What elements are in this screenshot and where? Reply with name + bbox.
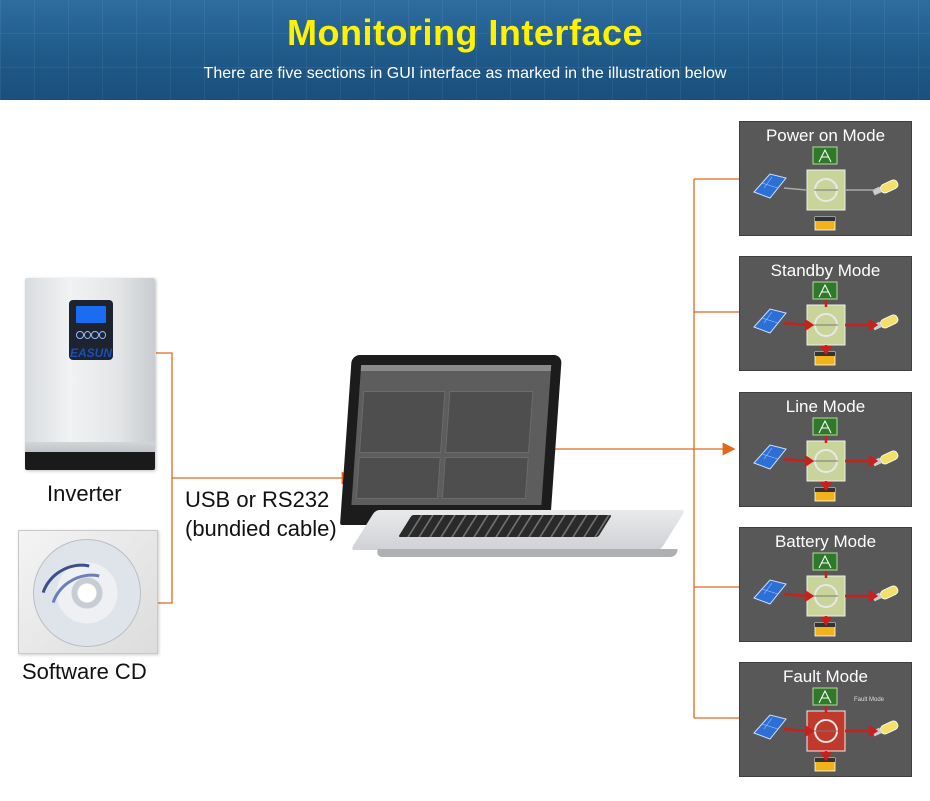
wire-inverter [156, 352, 173, 478]
software-cd-label: Software CD [22, 659, 147, 684]
solar-panel-icon [753, 714, 787, 740]
wire-cd [156, 478, 173, 604]
mode-title: Line Mode [785, 397, 866, 416]
inverter-lcd-screen [76, 306, 106, 323]
bulb-icon [872, 450, 899, 467]
laptop-screen-gui [351, 365, 552, 505]
grid-tower-icon [812, 417, 838, 436]
battery-icon [814, 216, 836, 231]
laptop-keyboard [398, 515, 612, 537]
mode-title: Fault Mode [782, 667, 869, 686]
laptop-lid [340, 355, 562, 525]
grid-tower-icon [812, 281, 838, 300]
bulb-icon [872, 585, 899, 602]
cd-disc [33, 539, 141, 647]
mode-title: Standby Mode [770, 261, 881, 280]
inverter-label: Inverter [47, 481, 122, 506]
mode-flow-diagram [753, 417, 899, 502]
battery-icon [814, 622, 836, 637]
software-cd-image [18, 530, 158, 656]
solar-panel-icon [753, 308, 787, 334]
mode-flow-diagram [753, 552, 899, 637]
bulb-icon [872, 720, 899, 737]
page-subtitle: There are five sections in GUI interface… [203, 65, 727, 82]
grid-tower-icon [812, 146, 838, 165]
cable-label-line1: USB or RS232 [185, 487, 330, 512]
banner-header: Monitoring Interface There are five sect… [0, 0, 930, 100]
mode-panel-4: Battery Mode [739, 527, 912, 642]
battery-icon [814, 351, 836, 366]
inverter-base [25, 442, 155, 470]
mode-flow-diagram [753, 281, 899, 366]
mode-flow-diagram [753, 687, 899, 772]
mode-panel-3: Line Mode [739, 392, 912, 507]
cable-label-line2: (bundied cable) [185, 516, 337, 541]
laptop-front-edge [376, 549, 678, 557]
grid-tower-icon [812, 552, 838, 571]
fault-mode-tag: Fault Mode [854, 697, 885, 703]
bulb-icon [872, 179, 899, 196]
inverter-control-panel [69, 300, 113, 360]
solar-panel-icon [753, 444, 787, 470]
grid-tower-icon [812, 687, 838, 706]
inverter-buttons [76, 331, 106, 339]
laptop-image [335, 355, 686, 560]
bulb-icon [872, 314, 899, 331]
page-title: Monitoring Interface [286, 12, 643, 53]
battery-icon [814, 757, 836, 772]
banner-grid-texture [0, 0, 930, 100]
mode-title: Battery Mode [774, 532, 877, 551]
inverter-brand-logo: EASUN [69, 346, 112, 360]
mode-panel-1: Power on Mode [739, 121, 912, 236]
inverter-device-image: EASUN [25, 278, 155, 470]
solar-panel-icon [753, 579, 787, 605]
mode-title: Power on Mode [765, 126, 886, 145]
solar-panel-icon [753, 173, 787, 199]
mode-flow-diagram [753, 146, 899, 231]
mode-panel-2: Standby Mode [739, 256, 912, 371]
battery-icon [814, 487, 836, 502]
